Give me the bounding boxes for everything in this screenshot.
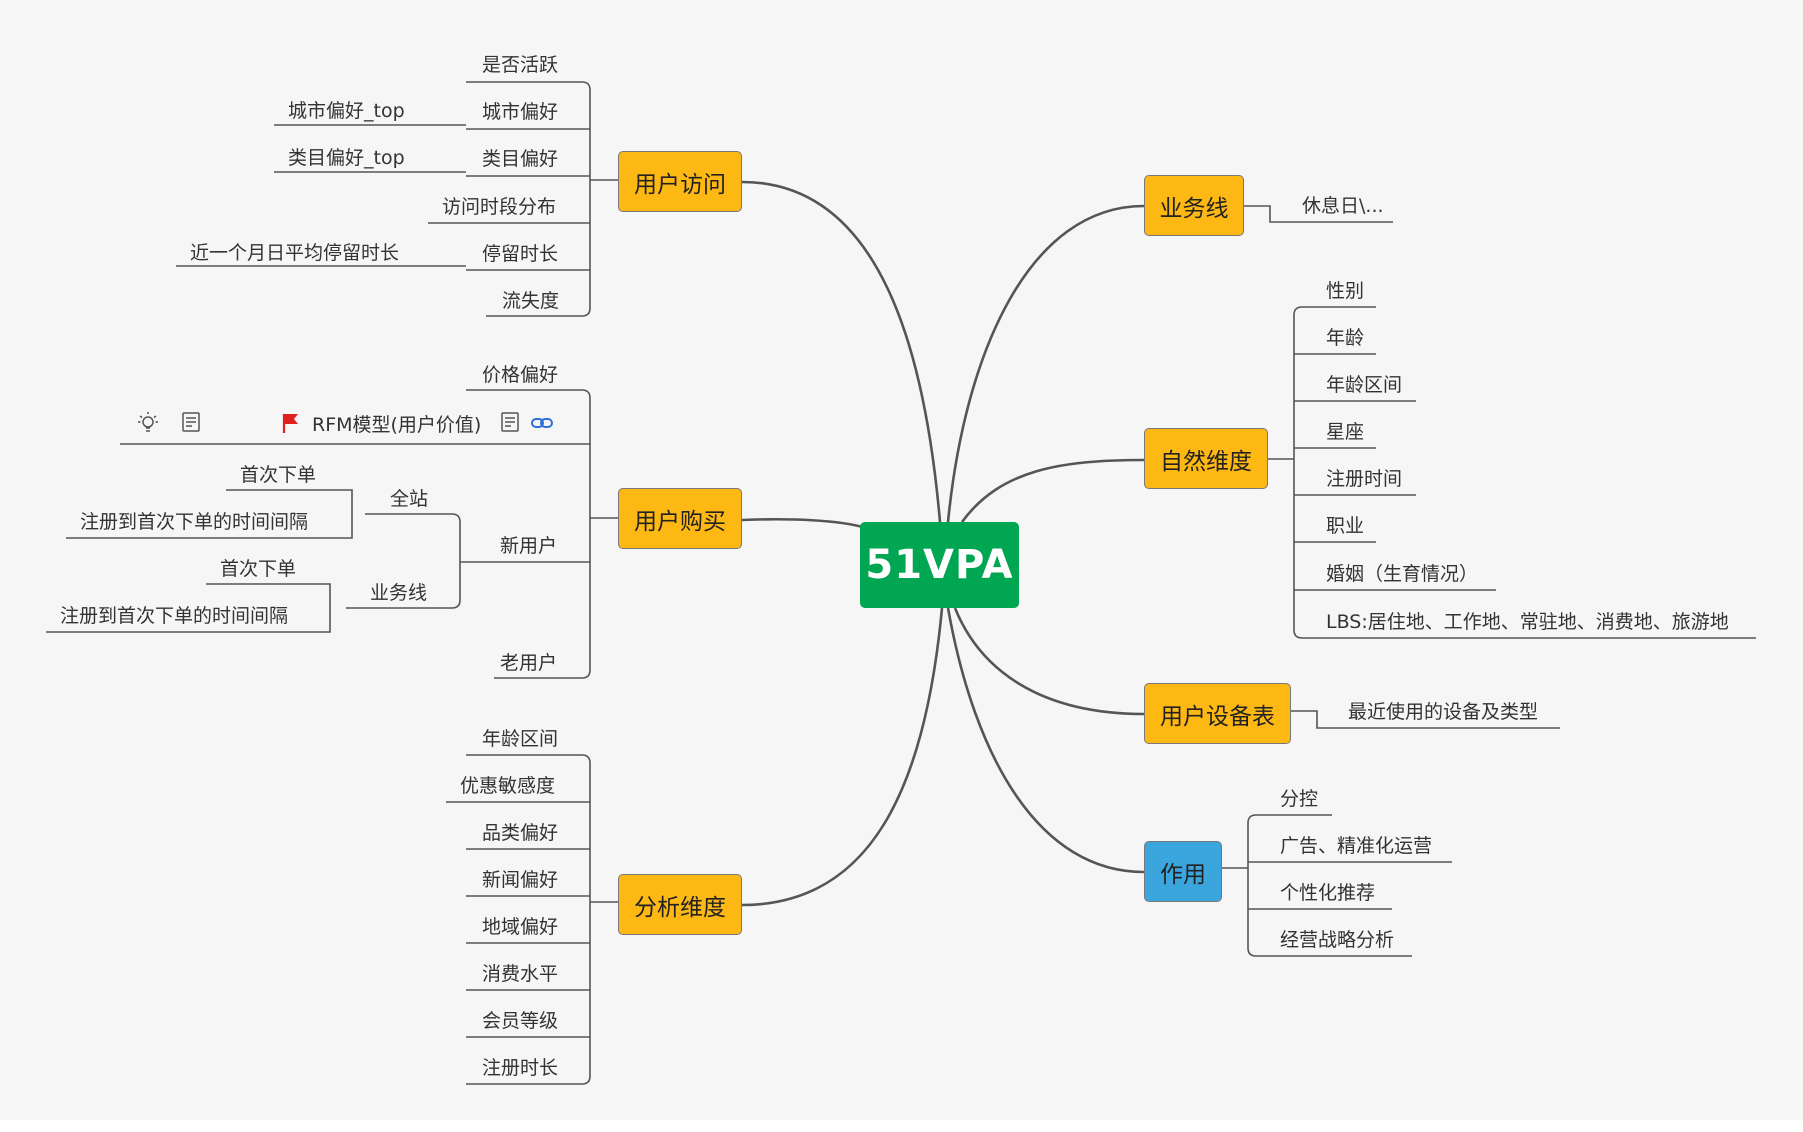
leaf-site[interactable]: 全站 <box>390 488 429 510</box>
leaf-stay-avg[interactable]: 近一个月日平均停留时长 <box>190 242 400 264</box>
bracket-user-visit <box>581 81 618 317</box>
bracket-site <box>66 489 353 539</box>
bracket-purpose <box>1220 814 1257 957</box>
connector-root-user-purchase <box>741 517 867 530</box>
leaf-risk-control[interactable]: 分控 <box>1280 788 1319 810</box>
link-icon[interactable] <box>530 414 554 436</box>
connector-root-business-line <box>946 204 1145 523</box>
leaf-churn[interactable]: 流失度 <box>502 290 560 312</box>
leaf-analysis-region[interactable]: 地域偏好 <box>482 916 559 938</box>
connector-root-device <box>953 607 1145 716</box>
leaf-ads[interactable]: 广告、精准化运营 <box>1280 835 1433 857</box>
root-node[interactable]: 51VPA <box>860 522 1019 608</box>
leaf-analysis-news[interactable]: 新闻偏好 <box>482 869 559 891</box>
leaf-active[interactable]: 是否活跃 <box>482 54 559 76</box>
leaf-lbs[interactable]: LBS:居住地、工作地、常驻地、消费地、旅游地 <box>1326 611 1729 633</box>
leaf-analysis-age-range[interactable]: 年龄区间 <box>482 728 559 750</box>
branch-analysis[interactable]: 分析维度 <box>618 874 742 935</box>
bracket-analysis <box>581 754 618 1085</box>
leaf-constellation[interactable]: 星座 <box>1326 421 1365 443</box>
leaf-marriage[interactable]: 婚姻（生育情况） <box>1326 563 1479 585</box>
bracket-device <box>1290 710 1560 729</box>
branch-purpose[interactable]: 作用 <box>1144 841 1222 902</box>
branch-user-purchase[interactable]: 用户购买 <box>618 488 742 549</box>
flag-icon[interactable] <box>281 412 301 438</box>
leaf-reg-time[interactable]: 注册时间 <box>1326 468 1403 490</box>
leaf-category-top[interactable]: 类目偏好_top <box>288 147 405 169</box>
bracket-user-purchase <box>581 389 618 679</box>
leaf-rest-day[interactable]: 休息日\... <box>1302 195 1384 217</box>
leaf-stay-time[interactable]: 停留时长 <box>482 243 559 265</box>
bracket-natural <box>1268 306 1303 639</box>
leaf-analysis-member[interactable]: 会员等级 <box>482 1010 559 1032</box>
leaf-business-interval[interactable]: 注册到首次下单的时间间隔 <box>60 605 289 627</box>
bulb-icon[interactable] <box>137 410 159 438</box>
note-icon[interactable] <box>500 411 520 437</box>
leaf-age-range[interactable]: 年龄区间 <box>1326 374 1403 396</box>
leaf-site-first-order[interactable]: 首次下单 <box>240 464 317 486</box>
bracket-business <box>46 583 331 633</box>
leaf-age[interactable]: 年龄 <box>1326 327 1365 349</box>
leaf-personalized[interactable]: 个性化推荐 <box>1280 882 1376 904</box>
branch-natural[interactable]: 自然维度 <box>1144 428 1268 489</box>
branch-device[interactable]: 用户设备表 <box>1144 683 1291 744</box>
bracket-business-line <box>1243 205 1393 223</box>
leaf-analysis-category[interactable]: 品类偏好 <box>482 822 559 844</box>
connector-root-analysis <box>741 607 944 907</box>
leaf-business[interactable]: 业务线 <box>370 582 428 604</box>
leaf-business-first-order[interactable]: 首次下单 <box>220 558 297 580</box>
connector-root-natural <box>960 458 1145 523</box>
leaf-device-type[interactable]: 最近使用的设备及类型 <box>1348 701 1539 723</box>
leaf-new-user[interactable]: 新用户 <box>500 535 558 557</box>
note-icon[interactable] <box>181 411 201 437</box>
leaf-visit-time[interactable]: 访问时段分布 <box>442 196 557 218</box>
leaf-category-pref[interactable]: 类目偏好 <box>482 148 559 170</box>
leaf-strategy[interactable]: 经营战略分析 <box>1280 929 1395 951</box>
leaf-city-pref[interactable]: 城市偏好 <box>482 101 559 123</box>
leaf-gender[interactable]: 性别 <box>1326 280 1365 302</box>
connector-root-user-visit <box>741 180 942 523</box>
leaf-old-user[interactable]: 老用户 <box>500 652 558 674</box>
leaf-site-interval[interactable]: 注册到首次下单的时间间隔 <box>80 511 309 533</box>
branch-user-visit[interactable]: 用户访问 <box>618 151 742 212</box>
bracket-new-user <box>346 513 461 609</box>
leaf-analysis-reg-duration[interactable]: 注册时长 <box>482 1057 559 1079</box>
leaf-price-pref[interactable]: 价格偏好 <box>482 364 559 386</box>
branch-business-line[interactable]: 业务线 <box>1144 175 1244 236</box>
leaf-analysis-consumption[interactable]: 消费水平 <box>482 963 559 985</box>
leaf-occupation[interactable]: 职业 <box>1326 515 1365 537</box>
connector-root-purpose <box>946 607 1145 874</box>
leaf-city-top[interactable]: 城市偏好_top <box>288 100 405 122</box>
leaf-rfm-model[interactable]: RFM模型(用户价值) <box>312 414 482 436</box>
leaf-analysis-discount[interactable]: 优惠敏感度 <box>460 775 556 797</box>
